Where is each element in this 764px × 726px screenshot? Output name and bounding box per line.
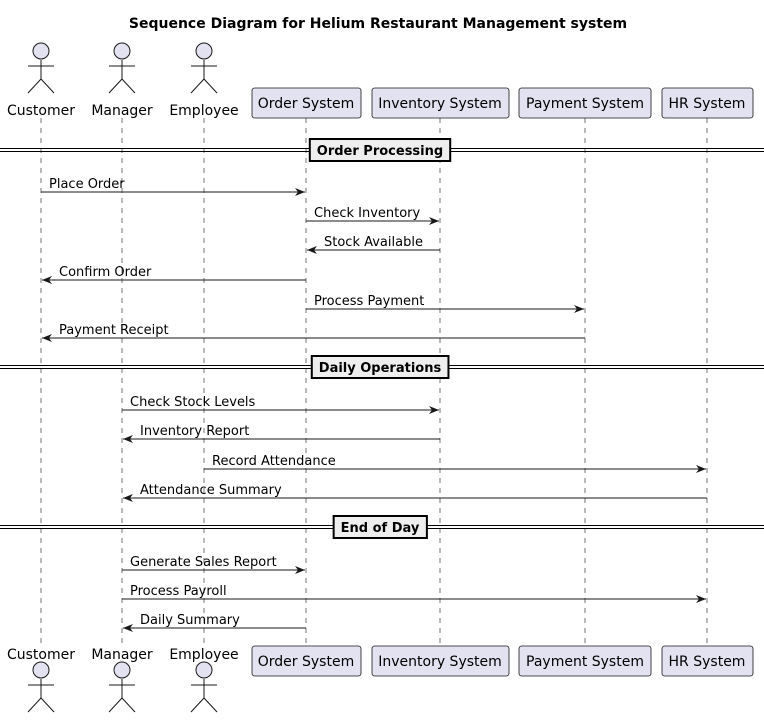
message-label: Attendance Summary bbox=[140, 483, 282, 498]
actor-customer-bottom: Customer bbox=[7, 647, 75, 713]
actor-body-icon bbox=[190, 60, 218, 94]
message-label: Record Attendance bbox=[212, 454, 336, 469]
message-process-payroll: Process Payroll bbox=[122, 584, 706, 603]
actor-body-icon bbox=[108, 60, 136, 94]
divider-label: Order Processing bbox=[317, 144, 443, 159]
actor-employee-bottom: Employee bbox=[169, 647, 239, 713]
participant-box bbox=[371, 645, 510, 677]
divider-box bbox=[310, 355, 450, 379]
actor-head-icon bbox=[113, 661, 131, 679]
message-label: Place Order bbox=[49, 177, 125, 192]
actor-label: Employee bbox=[169, 103, 238, 119]
message-inventory-report: Inventory Report bbox=[123, 424, 440, 443]
message-label: Inventory Report bbox=[140, 424, 249, 439]
participant-box bbox=[661, 645, 754, 677]
lifelines bbox=[40, 118, 708, 646]
divider-box bbox=[332, 515, 428, 539]
message-check-stock-levels: Check Stock Levels bbox=[122, 395, 439, 414]
participant-order-top: Order System bbox=[251, 87, 362, 119]
participant-order-bottom: Order System bbox=[251, 645, 362, 677]
participant-label: Inventory System bbox=[378, 654, 502, 670]
participant-label: Payment System bbox=[526, 96, 644, 112]
participant-box bbox=[518, 645, 652, 677]
participant-hr-bottom: HR System bbox=[661, 645, 754, 677]
actor-label: Manager bbox=[91, 103, 153, 119]
message-place-order: Place Order bbox=[41, 177, 305, 196]
message-label: Check Inventory bbox=[314, 206, 421, 221]
participant-label: HR System bbox=[669, 654, 746, 670]
message-label: Payment Receipt bbox=[59, 323, 169, 338]
participant-label: Order System bbox=[258, 96, 354, 112]
participant-label: Payment System bbox=[526, 654, 644, 670]
actor-label: Employee bbox=[169, 647, 238, 663]
diagram-title: Sequence Diagram for Helium Restaurant M… bbox=[129, 16, 627, 32]
participant-label: HR System bbox=[669, 96, 746, 112]
actor-head-icon bbox=[113, 42, 131, 60]
message-label: Check Stock Levels bbox=[130, 395, 256, 410]
message-label: Stock Available bbox=[324, 235, 423, 250]
message-check-inventory: Check Inventory bbox=[306, 206, 439, 225]
participant-box bbox=[251, 645, 362, 677]
participant-hr-top: HR System bbox=[661, 87, 754, 119]
participant-box bbox=[661, 87, 754, 119]
actor-head-icon bbox=[195, 661, 213, 679]
actor-body-icon bbox=[190, 679, 218, 713]
actor-body-icon bbox=[27, 60, 55, 94]
participant-box bbox=[518, 87, 652, 119]
divider-label: End of Day bbox=[341, 521, 420, 536]
message-label: Process Payroll bbox=[130, 584, 227, 599]
actor-employee-top: Employee bbox=[169, 42, 239, 119]
message-label: Confirm Order bbox=[59, 265, 152, 280]
actor-body-icon bbox=[27, 679, 55, 713]
divider-daily-operations: Daily Operations bbox=[0, 355, 764, 379]
message-generate-sales-report: Generate Sales Report bbox=[122, 555, 305, 574]
divider-order-processing: Order Processing bbox=[0, 138, 764, 162]
actor-head-icon bbox=[32, 42, 50, 60]
participant-box bbox=[371, 87, 510, 119]
actor-body-icon bbox=[108, 679, 136, 713]
message-label: Generate Sales Report bbox=[130, 555, 277, 570]
actor-head-icon bbox=[195, 42, 213, 60]
divider-label: Daily Operations bbox=[319, 361, 442, 376]
actor-label: Manager bbox=[91, 647, 153, 663]
participant-payment-bottom: Payment System bbox=[518, 645, 652, 677]
actor-label: Customer bbox=[7, 647, 75, 663]
participant-box bbox=[251, 87, 362, 119]
message-attendance-summary: Attendance Summary bbox=[123, 483, 707, 502]
actor-manager-bottom: Manager bbox=[91, 647, 153, 713]
message-label: Process Payment bbox=[314, 294, 424, 309]
actor-label: Customer bbox=[7, 103, 75, 119]
participant-inventory-top: Inventory System bbox=[371, 87, 510, 119]
divider-box bbox=[308, 138, 452, 162]
actor-customer-top: Customer bbox=[7, 42, 75, 119]
message-confirm-order: Confirm Order bbox=[42, 265, 306, 284]
message-process-payment: Process Payment bbox=[306, 294, 584, 313]
divider-end-of-day: End of Day bbox=[0, 515, 764, 539]
message-record-attendance: Record Attendance bbox=[204, 454, 706, 473]
participants-top: Customer Manager Employee Order System Inven… bbox=[7, 42, 754, 119]
message-payment-receipt: Payment Receipt bbox=[42, 323, 585, 342]
message-stock-available: Stock Available bbox=[307, 235, 440, 254]
participant-payment-top: Payment System bbox=[518, 87, 652, 119]
participants-bottom: Customer Manager Employee Order System Inven… bbox=[7, 645, 754, 713]
participant-label: Inventory System bbox=[378, 96, 502, 112]
message-daily-summary: Daily Summary bbox=[123, 613, 306, 632]
actor-head-icon bbox=[32, 661, 50, 679]
participant-inventory-bottom: Inventory System bbox=[371, 645, 510, 677]
participant-label: Order System bbox=[258, 654, 354, 670]
message-label: Daily Summary bbox=[140, 613, 240, 628]
actor-manager-top: Manager bbox=[91, 42, 153, 119]
